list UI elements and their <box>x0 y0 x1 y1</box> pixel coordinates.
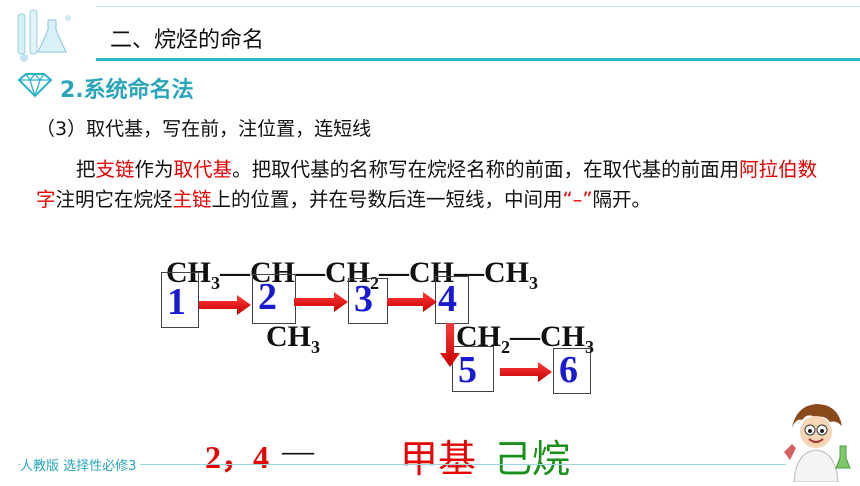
carbon-number-5: 5 <box>458 349 477 391</box>
result-positions: 2，4 <box>205 439 270 475</box>
section-title: 二、烷烃的命名 <box>110 28 265 53</box>
main-chain: CH3—CH—CH2—CH—CH3 <box>166 256 538 293</box>
arrow-down-icon <box>440 323 460 367</box>
lab-glassware-icon <box>8 6 78 66</box>
number-box-5 <box>452 346 494 392</box>
footer-text: 人教版 选择性必修3 <box>20 455 141 474</box>
number-box-1 <box>161 272 199 328</box>
arrow-right-icon <box>199 292 552 382</box>
naming-rule: （3）取代基，写在前，注位置，连短线 <box>36 118 372 140</box>
branch-methyl: CH3 <box>266 320 320 357</box>
result-dash: — <box>282 432 314 468</box>
carbon-number-6: 6 <box>559 349 578 391</box>
number-box-6 <box>553 348 591 394</box>
method-subtitle: 2.系统命名法 <box>60 78 194 103</box>
carbon-number-2: 2 <box>258 276 277 318</box>
footer-line <box>18 464 786 465</box>
result-substituent: 甲基 <box>400 437 477 481</box>
result-parent: 己烷 <box>494 437 571 481</box>
explanation-paragraph: 把支链作为取代基。把取代基的名称写在烷烃名称的前面，在取代基的前面用阿拉伯数字注… <box>36 158 818 211</box>
scientist-cartoon-icon <box>776 398 856 483</box>
carbon-number-4: 4 <box>438 278 457 320</box>
carbon-number-1: 1 <box>167 281 186 323</box>
diamond-icon <box>16 72 54 99</box>
title-underline <box>96 58 860 61</box>
header-top-line <box>96 6 860 7</box>
carbon-number-3: 3 <box>354 278 373 320</box>
